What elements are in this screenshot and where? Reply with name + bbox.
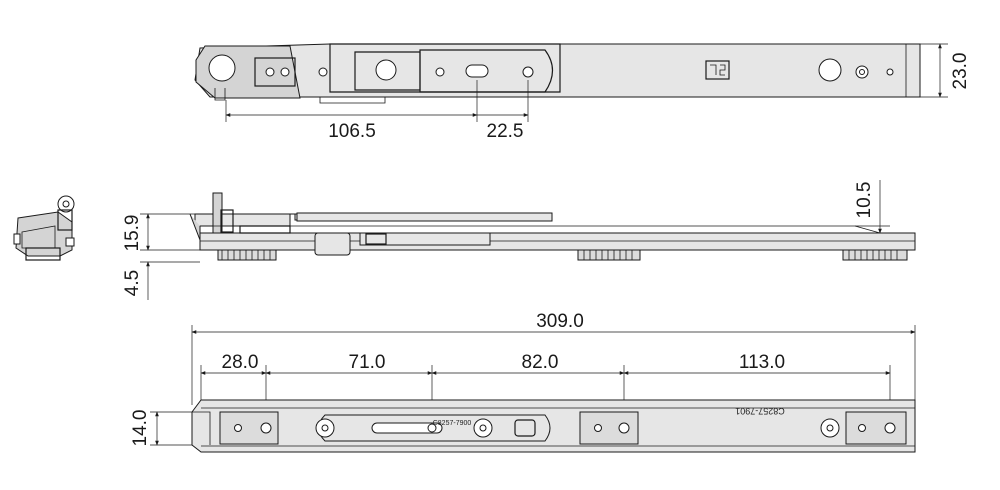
dim-top-height: 23.0: [950, 53, 971, 90]
side-foot-left: [217, 249, 277, 261]
bottom-slot: [371, 422, 443, 434]
side-foot-middle: [577, 249, 641, 261]
top-pivot-hole: [818, 58, 842, 82]
bottom-view: 309.0 28.0 71.0 82.0 113.0: [130, 311, 916, 453]
top-hinge-roller: [208, 54, 236, 82]
bottom-pad-3: [845, 411, 907, 445]
top-arm-body: [194, 43, 921, 98]
side-rail: [199, 232, 916, 251]
side-hinge-post: [212, 192, 223, 234]
top-link-bar: [419, 49, 554, 93]
side-lower-link: [359, 232, 491, 246]
end-view: [13, 195, 75, 261]
top-slot: [465, 64, 489, 78]
side-slider: [314, 232, 351, 256]
side-link-bar: [296, 212, 553, 222]
dim-side-right: 10.5: [854, 182, 875, 219]
side-foot-right: [842, 249, 908, 261]
top-hinge-plate: [254, 57, 296, 87]
dim-side-offset: 4.5: [122, 270, 143, 296]
side-view: 15.9 4.5 10.5: [13, 180, 916, 300]
top-arm-plate: [329, 43, 561, 93]
dim-side-height: 15.9: [122, 215, 143, 252]
brand-logo-icon: [705, 60, 730, 80]
dim-segment-3: 82.0: [522, 352, 559, 373]
top-view: 23.0 106.5 22.5: [194, 43, 971, 142]
dim-segment-4: 113.0: [739, 352, 785, 373]
dim-top-length: 106.5: [328, 121, 376, 142]
dim-segment-1: 28.0: [222, 352, 259, 373]
side-hinge-block: [194, 213, 291, 227]
top-rivet: [318, 67, 328, 77]
dim-total-length: 309.0: [536, 311, 584, 332]
part-code-small: C8257-7900: [433, 420, 472, 427]
dim-top-slot: 22.5: [487, 121, 524, 142]
part-code-main: C8257-7901: [735, 406, 785, 416]
dim-segment-2: 71.0: [349, 352, 386, 373]
dim-bottom-height: 14.0: [130, 410, 151, 447]
top-slider-hole: [375, 59, 397, 81]
